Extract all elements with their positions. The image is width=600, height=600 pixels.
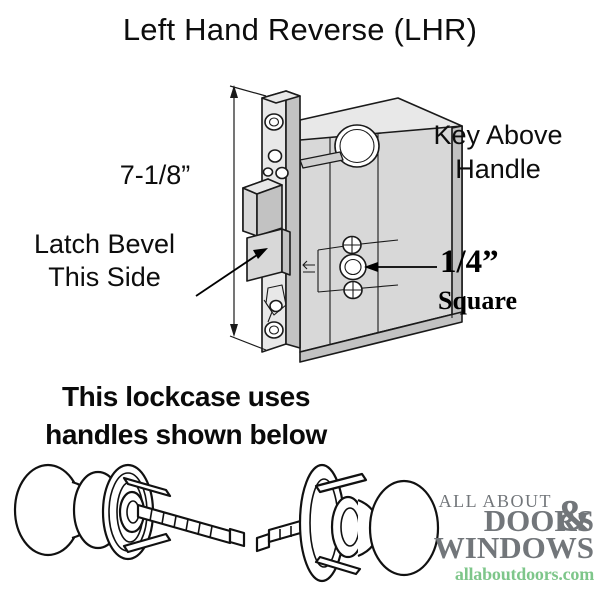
key-above-line-1: Key Above xyxy=(433,120,563,150)
handles-note: This lockcase uses handles shown below xyxy=(0,378,372,454)
brand-logo: & ALL ABOUT DOORS WINDOWS allaboutdoors.… xyxy=(382,491,594,585)
overall-length-label: 7-1/8” xyxy=(119,160,191,190)
logo-line-all-about: ALL ABOUT xyxy=(438,491,552,511)
latch-bevel-callout: Latch Bevel This Side xyxy=(2,228,207,294)
latch-bevel-line-2: This Side xyxy=(48,262,161,292)
spindle-shape-label: Square xyxy=(438,286,517,315)
key-above-line-2: Handle xyxy=(455,154,541,184)
spindle-size-label: 1/4” xyxy=(440,244,499,280)
key-above-handle-callout: Key Above Handle xyxy=(398,118,598,186)
latch-bevel-line-1: Latch Bevel xyxy=(33,229,176,259)
handles-note-line-2: handles shown below xyxy=(45,419,327,450)
handles-note-line-1: This lockcase uses xyxy=(61,381,311,412)
logo-website-url: allaboutdoors.com xyxy=(454,564,594,584)
logo-line-windows: WINDOWS xyxy=(433,530,594,565)
logo-line-doors: DOORS xyxy=(483,503,594,538)
logo-ampersand: & xyxy=(555,491,592,540)
page-title: Left Hand Reverse (LHR) xyxy=(122,12,478,47)
